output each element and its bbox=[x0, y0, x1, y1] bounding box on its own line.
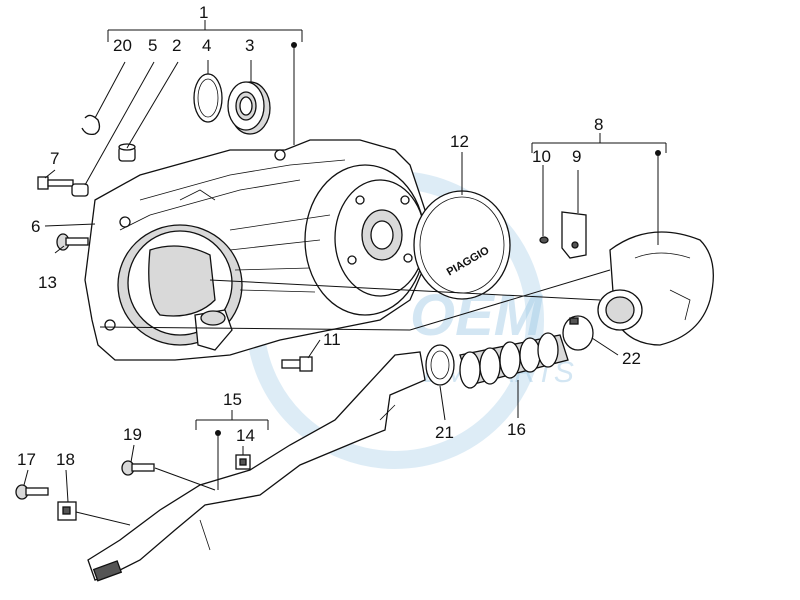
callout-7: 7 bbox=[50, 149, 59, 168]
callout-9: 9 bbox=[572, 147, 581, 166]
air-duct-shell bbox=[597, 231, 714, 346]
callout-20: 20 bbox=[113, 36, 132, 55]
dowel-pin-part-5 bbox=[71, 183, 89, 197]
callout-12: 12 bbox=[450, 132, 469, 151]
intake-duct bbox=[87, 351, 426, 582]
clamp-part-22 bbox=[562, 315, 594, 351]
callout-labels: 1 20 5 2 4 3 7 6 13 11 12 8 10 9 22 21 1… bbox=[17, 3, 641, 469]
clip-part-18 bbox=[57, 501, 77, 521]
callout-8: 8 bbox=[594, 115, 603, 134]
leader-lines bbox=[23, 42, 661, 526]
callout-2: 2 bbox=[172, 36, 181, 55]
callout-4: 4 bbox=[202, 36, 211, 55]
callout-11: 11 bbox=[323, 330, 341, 349]
callout-16: 16 bbox=[507, 420, 526, 439]
callout-3: 3 bbox=[245, 36, 254, 55]
bearing-part bbox=[227, 81, 271, 135]
callout-10: 10 bbox=[532, 147, 551, 166]
group-bracket-1 bbox=[107, 20, 303, 42]
callout-22: 22 bbox=[622, 349, 641, 368]
callout-19: 19 bbox=[123, 425, 142, 444]
group-bracket-8 bbox=[531, 133, 667, 153]
dowel-pin-part bbox=[118, 143, 136, 162]
piaggio-cover-disc: PIAGGIO bbox=[413, 190, 511, 300]
screw-part-17 bbox=[15, 484, 49, 500]
screw-part-13 bbox=[56, 233, 89, 251]
circlip-part bbox=[81, 114, 101, 136]
bolt-part-11 bbox=[281, 356, 313, 372]
screw-part-10 bbox=[539, 236, 549, 244]
screw-part-19 bbox=[121, 460, 155, 476]
clamp-part-21 bbox=[425, 344, 455, 386]
clip-part-9 bbox=[561, 211, 587, 259]
callout-14: 14 bbox=[236, 426, 255, 445]
callout-18: 18 bbox=[56, 450, 75, 469]
callout-13: 13 bbox=[38, 273, 57, 292]
group-bracket-15 bbox=[195, 410, 269, 430]
callout-1: 1 bbox=[199, 3, 208, 22]
callout-21: 21 bbox=[435, 423, 454, 442]
corrugated-hose bbox=[459, 332, 569, 389]
snap-ring-part bbox=[193, 73, 223, 123]
callout-17: 17 bbox=[17, 450, 36, 469]
clip-part-14 bbox=[235, 454, 251, 470]
crankcase-cover bbox=[84, 139, 426, 361]
callout-5: 5 bbox=[148, 36, 157, 55]
bolt-part-7 bbox=[37, 176, 74, 190]
callout-15: 15 bbox=[223, 390, 242, 409]
callout-6: 6 bbox=[31, 217, 40, 236]
